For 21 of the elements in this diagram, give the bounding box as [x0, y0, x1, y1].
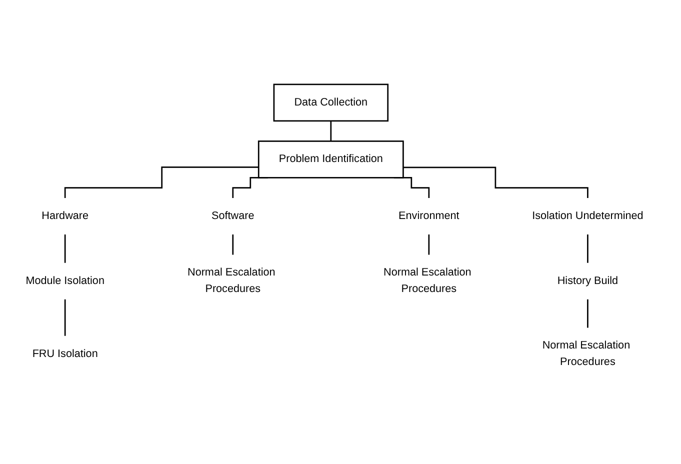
connector — [428, 233, 430, 255]
node-text: History Build — [557, 274, 618, 286]
node-text: Normal Escalation Procedures — [384, 266, 472, 294]
connector — [330, 120, 332, 142]
connector — [587, 298, 588, 328]
connector — [64, 166, 259, 198]
connector — [403, 166, 588, 198]
connector — [64, 233, 66, 264]
node-text: FRU Isolation — [32, 348, 98, 360]
connector — [64, 298, 66, 336]
node-text: Software — [212, 210, 254, 222]
connector — [232, 233, 234, 255]
node-text: Module Isolation — [26, 274, 104, 286]
node-box: Problem Identification — [258, 140, 404, 178]
node-text: Normal Escalation Procedures — [188, 266, 276, 294]
connector — [587, 233, 588, 264]
node-text: Hardware — [42, 210, 89, 222]
node-text: Isolation Undetermined — [532, 210, 644, 222]
node-text: Environment — [398, 210, 460, 222]
node-text: Normal Escalation Procedures — [542, 339, 630, 368]
node-box: Data Collection — [273, 83, 389, 122]
